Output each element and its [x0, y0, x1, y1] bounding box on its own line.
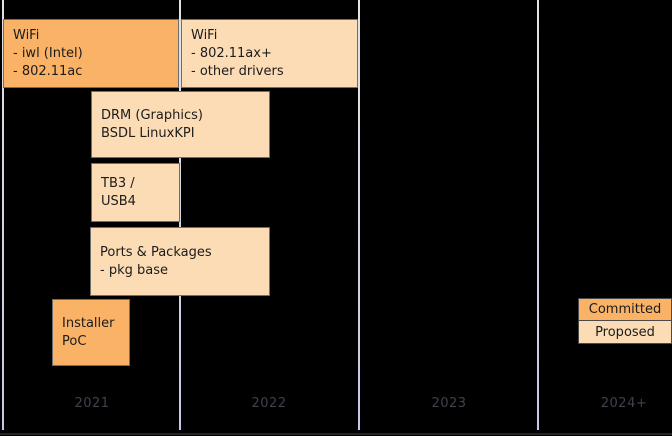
task-label: Installer PoC — [62, 315, 115, 349]
gridline-2023-start — [358, 0, 360, 430]
task-label: DRM (Graphics) BSDL LinuxKPI — [101, 107, 203, 141]
gridline-2021-start — [2, 0, 4, 430]
gridline-2024-start — [537, 0, 539, 430]
task-label: TB3 / USB4 — [101, 175, 136, 209]
legend-label: Proposed — [595, 324, 655, 340]
task-bar-installer-poc: Installer PoC — [52, 299, 130, 366]
legend-item-proposed: Proposed — [578, 320, 672, 344]
axis-tick-2021: 2021 — [74, 396, 110, 411]
task-bar-wifi-committed: WiFi - iwl (Intel) - 802.11ac — [3, 19, 179, 88]
task-bar-wifi-proposed: WiFi - 802.11ax+ - other drivers — [181, 19, 358, 88]
axis-tick-2022: 2022 — [251, 396, 287, 411]
task-bar-tb3-usb4: TB3 / USB4 — [91, 163, 180, 222]
task-bar-ports-packages: Ports & Packages - pkg base — [90, 227, 270, 296]
axis-baseline — [0, 433, 672, 435]
gridline-2022-start — [179, 0, 181, 430]
task-label: WiFi - iwl (Intel) - 802.11ac — [13, 27, 83, 79]
task-label: WiFi - 802.11ax+ - other drivers — [191, 27, 284, 79]
axis-tick-2024: 2024+ — [600, 396, 648, 411]
axis-tick-2023: 2023 — [431, 396, 467, 411]
task-bar-drm-graphics: DRM (Graphics) BSDL LinuxKPI — [91, 91, 270, 158]
legend-item-committed: Committed — [578, 298, 672, 321]
legend-label: Committed — [588, 302, 662, 317]
task-label: Ports & Packages - pkg base — [100, 244, 212, 278]
